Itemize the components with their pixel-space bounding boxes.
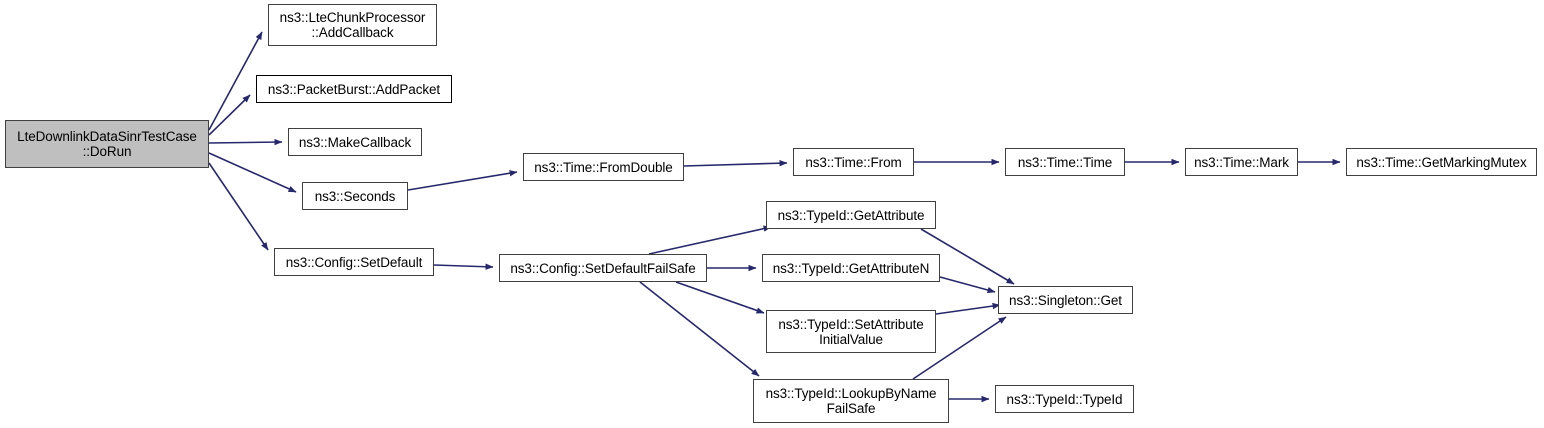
graph-node-typeidtypeid[interactable]: ns3::TypeId::TypeId [995,385,1134,413]
graph-node-getattribute[interactable]: ns3::TypeId::GetAttribute [766,201,936,229]
graph-node-timetime[interactable]: ns3::Time::Time [1005,148,1125,176]
call-edge-setdefaultfailsafe-to-lookupbynamefailsafe [639,281,760,377]
graph-node-seconds[interactable]: ns3::Seconds [302,182,408,210]
graph-node-getattributen[interactable]: ns3::TypeId::GetAttributeN [762,254,940,282]
graph-node-setdefaultfailsafe[interactable]: ns3::Config::SetDefaultFailSafe [499,254,707,282]
call-edge-root-to-addcallback [208,31,263,131]
call-edge-setdefault-to-setdefaultfailsafe [433,263,494,270]
call-edge-root-to-makecallback [208,138,283,146]
graph-node-singletonget[interactable]: ns3::Singleton::Get [998,286,1133,314]
call-edge-getattributen-to-singletonget [939,276,996,294]
call-edge-seconds-to-fromdouble [407,170,518,191]
call-edge-root-to-addpacket [208,94,251,136]
graph-node-setattributeinitialvalue[interactable]: ns3::TypeId::SetAttribute InitialValue [766,310,936,353]
graph-node-fromdouble[interactable]: ns3::Time::FromDouble [523,153,684,181]
graph-node-lookupbynamefailsafe[interactable]: ns3::TypeId::LookupByName FailSafe [753,379,949,423]
graph-node-root[interactable]: LteDownlinkDataSinrTestCase ::DoRun [5,120,209,168]
graph-node-setdefault[interactable]: ns3::Config::SetDefault [274,248,434,276]
graph-node-makecallback[interactable]: ns3::MakeCallback [288,128,422,156]
graph-node-timefrom[interactable]: ns3::Time::From [793,148,914,176]
graph-node-addpacket[interactable]: ns3::PacketBurst::AddPacket [256,75,452,103]
call-edge-fromdouble-to-timefrom [683,160,788,167]
call-edge-root-to-setdefault [208,162,269,251]
graph-node-timemark[interactable]: ns3::Time::Mark [1185,148,1298,176]
graph-node-markingmutex[interactable]: ns3::Time::GetMarkingMutex [1346,148,1537,176]
call-edge-setdefaultfailsafe-to-getattribute [648,225,772,255]
call-edge-setdefaultfailsafe-to-setattributeinitialvalue [675,281,765,314]
call-edge-setattributeinitialvalue-to-singletonget [935,302,1001,315]
call-edge-root-to-seconds [208,152,297,193]
graph-node-addcallback[interactable]: ns3::LteChunkProcessor ::AddCallback [268,4,437,46]
